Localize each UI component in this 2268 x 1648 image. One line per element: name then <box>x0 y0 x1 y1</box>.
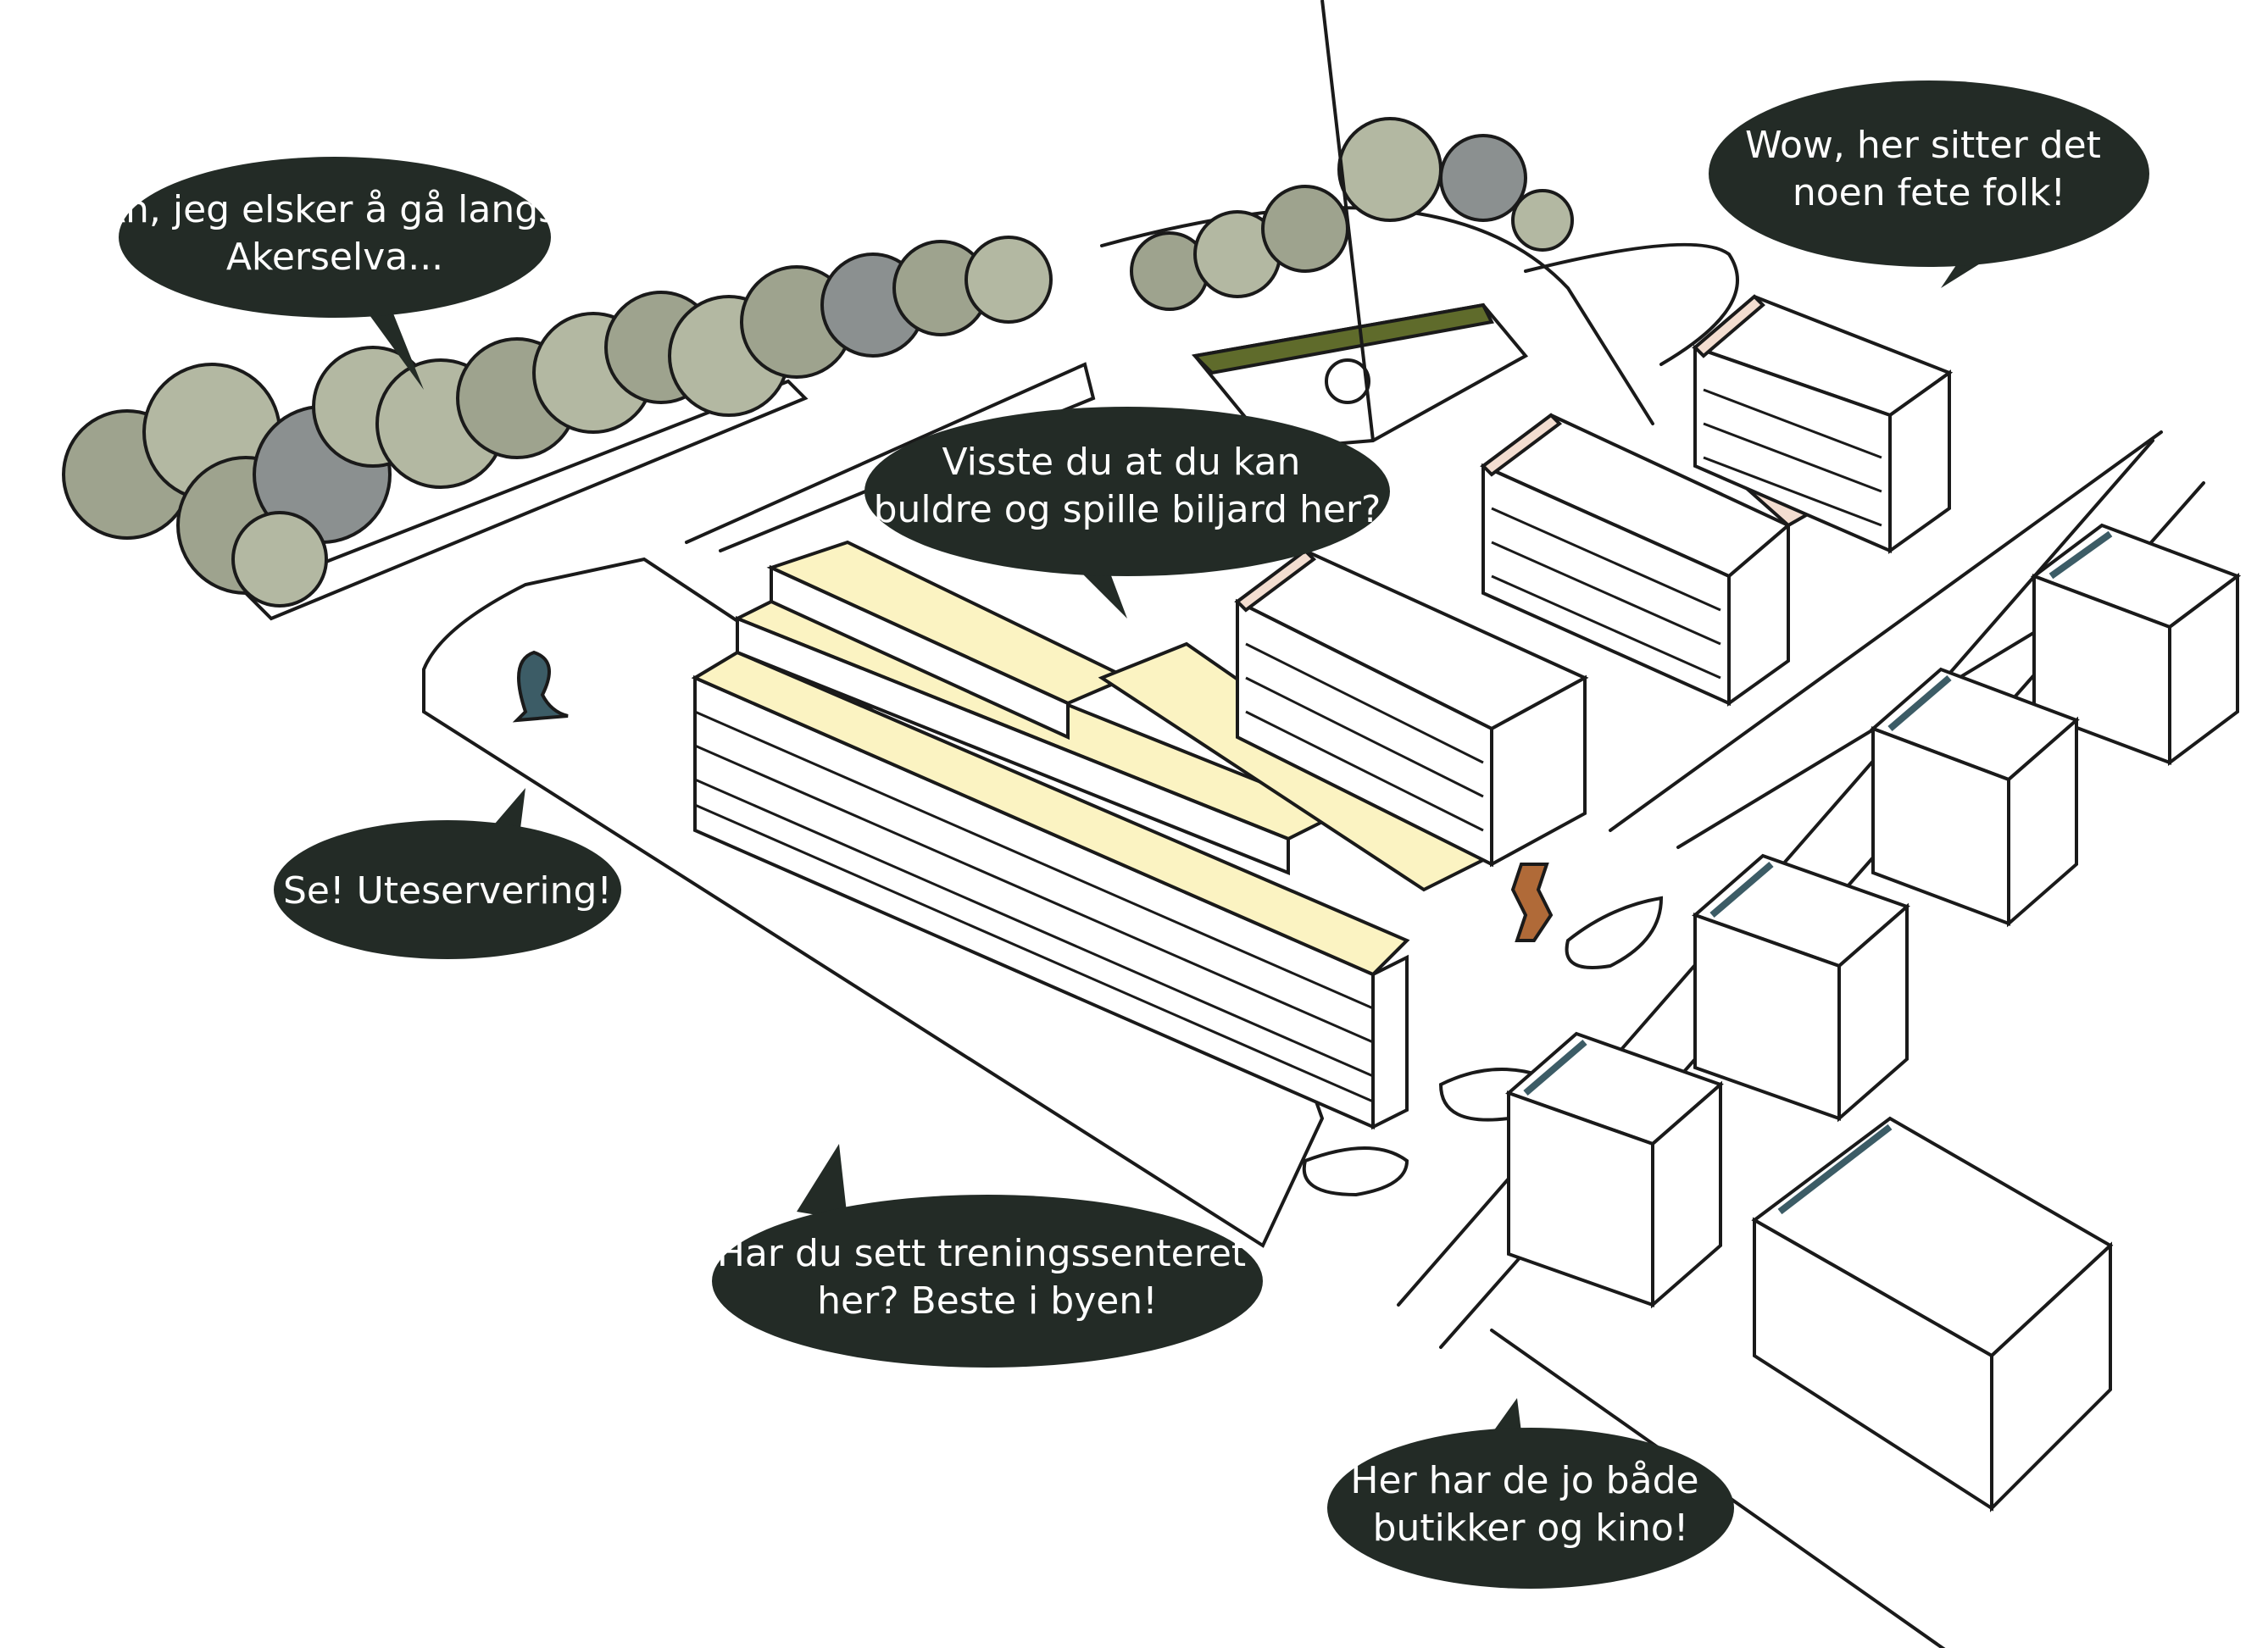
bubble-butikker: Her har de jo både butikker og kino! <box>1327 1398 1734 1589</box>
bubble-uteservering: Se! Uteservering! <box>274 788 621 959</box>
bubble-folk-line-1: Wow, her sitter det <box>1745 124 2101 167</box>
teal-sculpture <box>512 650 569 723</box>
bubble-butikker-line-1: Her har de jo både <box>1350 1459 1698 1502</box>
main-building <box>691 540 1495 1130</box>
bubble-folk: Wow, her sitter det noen fete folk! <box>1709 80 2149 288</box>
svg-text:Se! Uteservering!: Se! Uteservering! <box>283 869 612 913</box>
bubble-buldre-line-2: buldre og spille biljard her? <box>874 488 1381 531</box>
bubble-akerselva: Ah, jeg elsker å gå langs Akerselva... <box>100 157 570 390</box>
office-buildings <box>1234 294 1954 868</box>
speech-bubbles: Ah, jeg elsker å gå langs Akerselva... W… <box>100 80 2149 1589</box>
bubble-trening-line-2: her? Beste i byen! <box>817 1279 1158 1323</box>
bubble-trening-line-1: Har du sett treningssenteret <box>717 1232 1246 1275</box>
svg-text:Her har de jo både but: Her har de jo både butikker og kino! <box>1350 1459 1710 1550</box>
svg-text:Ah, jeg elsker å gå langs: Ah, jeg elsker å gå langs Akerselva... <box>100 188 570 279</box>
bubble-buldre-line-1: Visste du at du kan <box>942 441 1301 484</box>
svg-text:Visste du at du kan bu: Visste du at du kan buldre og spille bil… <box>874 441 1381 531</box>
bronze-sculpture <box>1510 863 1554 942</box>
svg-text:Wow, her sitter det no: Wow, her sitter det noen fete folk! <box>1745 124 2113 214</box>
svg-text:Har du sett treningssenteret: Har du sett treningssenteret her? Beste … <box>717 1232 1258 1323</box>
bubble-butikker-line-2: butikker og kino! <box>1373 1507 1689 1550</box>
tree-row <box>62 117 1574 608</box>
bubble-uteservering-line-1: Se! Uteservering! <box>283 869 612 913</box>
bubble-akerselva-line-2: Akerselva... <box>226 236 443 279</box>
bubble-folk-line-2: noen fete folk! <box>1793 171 2065 214</box>
bubble-buldre: Visste du at du kan buldre og spille bil… <box>864 407 1390 619</box>
residential-blocks <box>1505 523 2242 1512</box>
bubble-akerselva-line-1: Ah, jeg elsker å gå langs <box>100 188 558 231</box>
bubble-trening: Har du sett treningssenteret her? Beste … <box>712 1144 1263 1368</box>
